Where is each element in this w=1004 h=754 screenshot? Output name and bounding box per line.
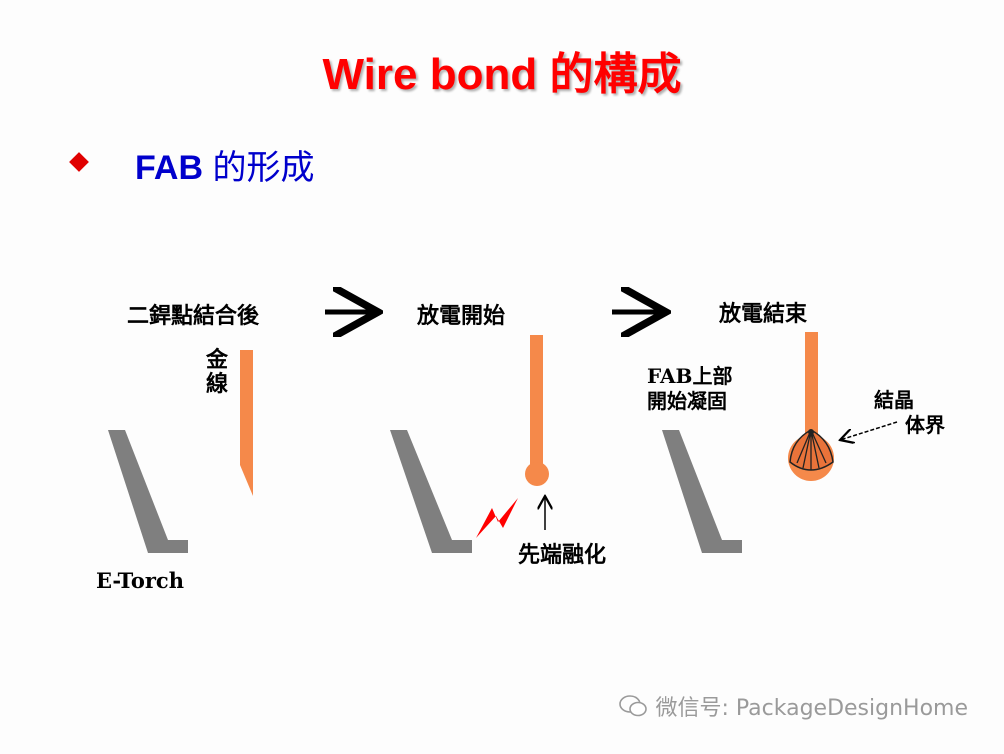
gold-wire-shape bbox=[240, 350, 253, 496]
gold-wire-shape bbox=[530, 335, 543, 465]
fab-top-label-1: FAB上部 bbox=[647, 364, 733, 388]
subtitle-prefix: FAB bbox=[135, 149, 203, 187]
subtitle-text: 的形成 bbox=[203, 149, 315, 187]
stage-label-2: 放電開始 bbox=[417, 303, 506, 329]
fab-ball-shape bbox=[788, 429, 834, 481]
tip-melt-label: 先端融化 bbox=[518, 542, 607, 568]
grain-boundary-label-2: 体界 bbox=[905, 413, 945, 437]
gold-wire-shape bbox=[805, 332, 818, 437]
wechat-icon bbox=[619, 695, 648, 717]
e-torch-shape bbox=[662, 430, 742, 553]
fab-top-label-2: 開始凝固 bbox=[647, 389, 727, 413]
e-torch-shape bbox=[390, 430, 472, 553]
gold-wire-label: 金線 bbox=[206, 347, 229, 397]
watermark: 微信号: PackageDesignHome bbox=[619, 690, 968, 722]
e-torch-shape bbox=[108, 430, 188, 553]
molten-ball-shape bbox=[525, 462, 549, 486]
stage-label-3: 放電結束 bbox=[719, 301, 808, 327]
grain-boundary-label-1: 結晶 bbox=[874, 388, 914, 412]
spark-icon bbox=[476, 498, 518, 538]
subtitle: FAB 的形成 bbox=[135, 140, 314, 189]
dashed-arrow-icon bbox=[840, 421, 898, 440]
slide-title: Wire bond 的構成 bbox=[322, 50, 682, 99]
e-torch-label: E-Torch bbox=[96, 568, 184, 593]
stage-label-1: 二銲點結合後 bbox=[127, 303, 260, 329]
watermark-text: 微信号: PackageDesignHome bbox=[655, 696, 968, 721]
